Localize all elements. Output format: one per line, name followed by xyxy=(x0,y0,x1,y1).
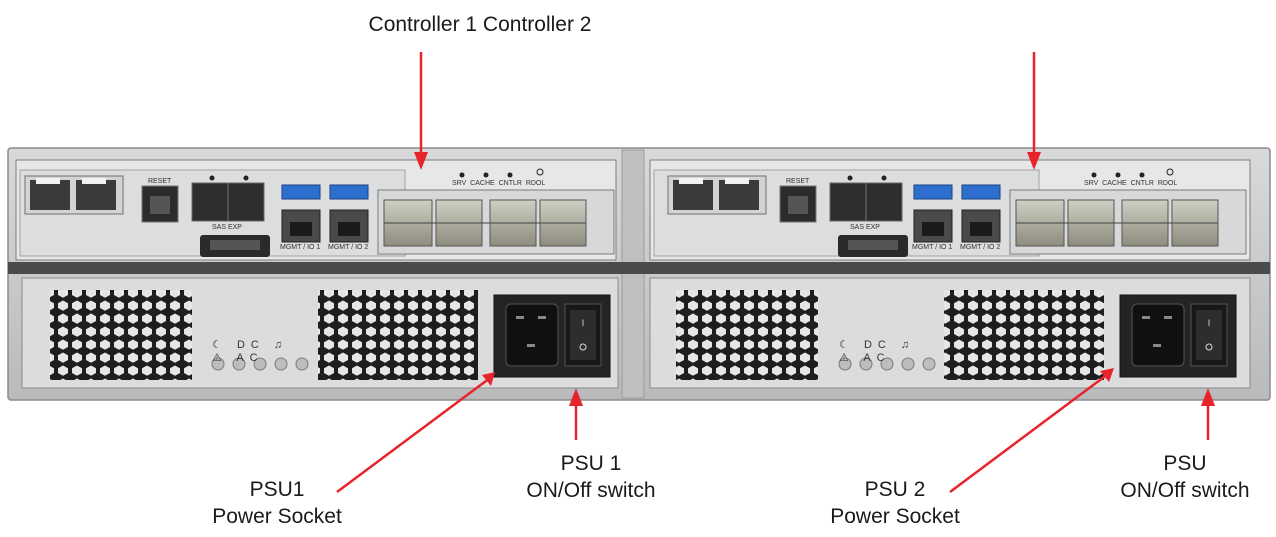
vent-grille xyxy=(944,290,1104,380)
mgmt1-label-2: MGMT / IO 1 xyxy=(912,244,953,251)
callout-arrows xyxy=(336,52,1215,494)
warning-icon: ⚠ xyxy=(212,352,228,364)
status-led-labels-1: SRV CACHE CNTLR RDOL xyxy=(452,180,546,187)
ac-label: AC xyxy=(863,352,891,364)
sas-exp-label-2: SAS EXP xyxy=(850,224,880,231)
fan-icon: ♫ xyxy=(273,339,289,351)
usb-port-2 xyxy=(329,184,369,200)
reset-label-1: RESET xyxy=(148,178,172,185)
status-led-labels-2: SRV CACHE CNTLR RDOL xyxy=(1084,180,1178,187)
vent-grille xyxy=(50,290,192,380)
dc-label: DC xyxy=(236,339,265,351)
arrow-psu1-socket xyxy=(336,376,491,494)
fan-icon: ♫ xyxy=(900,339,916,351)
dc-label: DC xyxy=(863,339,892,351)
svg-text:I: I xyxy=(1208,318,1211,328)
reset-label-2: RESET xyxy=(786,178,810,185)
controller-2 xyxy=(649,159,1251,261)
host-sfp-ports xyxy=(1015,199,1219,247)
sas-exp-label-1: SAS EXP xyxy=(212,224,242,231)
mgmt2-label-1: MGMT / IO 2 xyxy=(328,244,369,251)
diagram-title: Controller 1 Controller 2 xyxy=(368,13,592,36)
psu1-led-symbols: ☾ DC ♫ ⚠ AC xyxy=(212,338,312,364)
moon-icon: ☾ xyxy=(212,339,228,351)
arrow-psu2-socket xyxy=(949,372,1109,494)
svg-text:I: I xyxy=(582,318,585,328)
warning-icon: ⚠ xyxy=(839,352,855,364)
ac-label: AC xyxy=(236,352,264,364)
usb-port-1 xyxy=(281,184,321,200)
mgmt1-label-1: MGMT / IO 1 xyxy=(280,244,321,251)
psu-1: I xyxy=(21,277,619,389)
vent-grille xyxy=(676,290,818,380)
vent-grille xyxy=(318,290,478,380)
psu-2: I xyxy=(649,277,1251,389)
label-psu2-switch: PSU ON/Off switch xyxy=(1120,452,1250,502)
label-psu1-switch: PSU 1 ON/Off switch xyxy=(526,452,656,502)
moon-icon: ☾ xyxy=(839,339,855,351)
mgmt2-label-2: MGMT / IO 2 xyxy=(960,244,1001,251)
host-sfp-ports xyxy=(383,199,587,247)
usb-port-2 xyxy=(961,184,1001,200)
usb-port-1 xyxy=(913,184,953,200)
label-psu2-socket: PSU 2 Power Socket xyxy=(830,478,960,528)
psu2-led-symbols: ☾ DC ♫ ⚠ AC xyxy=(839,338,939,364)
controller-1 xyxy=(15,159,617,261)
label-psu1-socket: PSU1 Power Socket xyxy=(212,478,342,528)
